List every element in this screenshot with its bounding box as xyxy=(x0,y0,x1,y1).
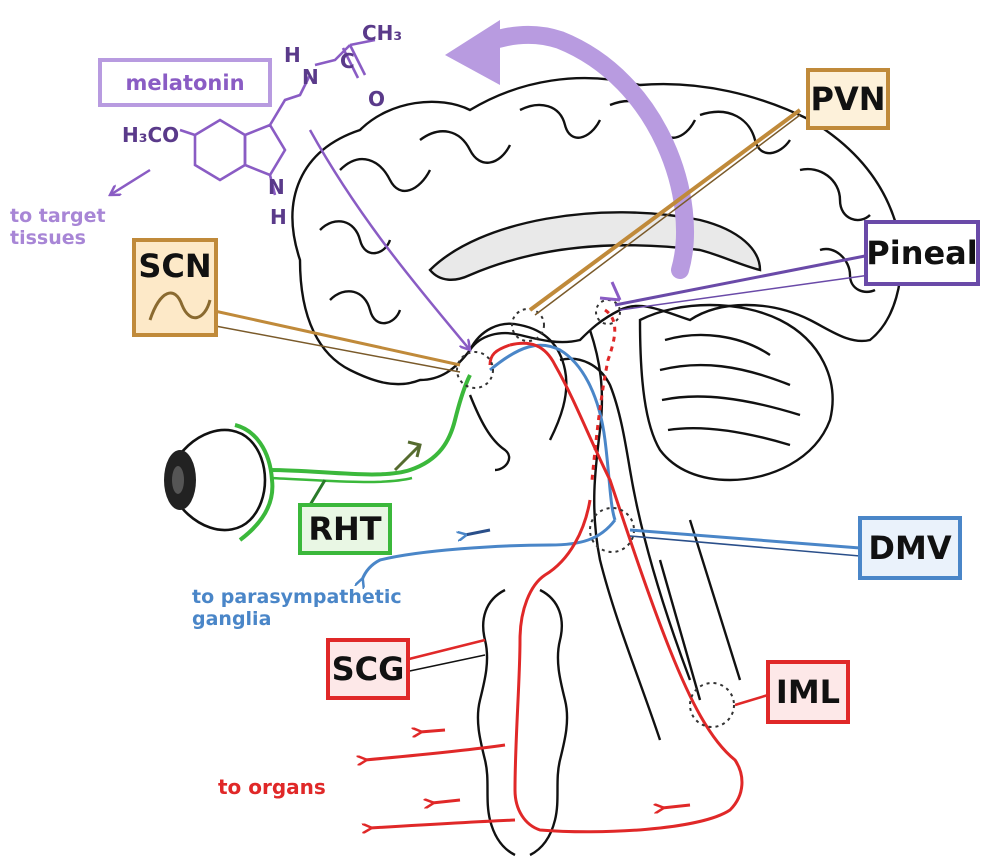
parasympathetic-line1: to parasympathetic xyxy=(192,586,402,608)
atom-ring-h: H xyxy=(270,206,287,228)
dmv-direction-arrow xyxy=(465,530,490,535)
atom-h3co: H₃CO xyxy=(122,124,179,146)
parasympathetic-line2: ganglia xyxy=(192,608,402,630)
melatonin-release-arrowhead xyxy=(445,20,500,85)
dmv-label: DMV xyxy=(860,518,960,578)
iml-label: IML xyxy=(768,662,848,722)
to-target-arrow xyxy=(110,170,150,195)
organs-note: to organs xyxy=(218,776,326,798)
atom-amide-h: H xyxy=(284,44,301,66)
red-direction-arrows xyxy=(420,730,690,808)
scn-label: SCN xyxy=(134,244,216,288)
atom-ring-n: N xyxy=(268,176,285,198)
eye-illustration xyxy=(164,430,265,530)
melatonin-label: melatonin xyxy=(100,60,270,105)
target-tissues-line2: tissues xyxy=(10,227,106,249)
atom-ch3: CH₃ xyxy=(362,22,402,44)
sympathetic-pathway xyxy=(365,310,742,832)
scg-label: SCG xyxy=(328,640,408,698)
pineal-label: Pineal xyxy=(866,222,978,284)
atom-amide-n: N xyxy=(302,66,319,88)
pvn-label: PVN xyxy=(808,70,888,128)
rht-label: RHT xyxy=(300,505,390,553)
atom-carbonyl-c: C xyxy=(340,50,355,72)
pineal-arrow xyxy=(600,282,620,300)
target-tissues-note: to target tissues xyxy=(10,205,106,249)
parasympathetic-note: to parasympathetic ganglia xyxy=(192,586,402,630)
atom-carbonyl-o: O xyxy=(368,88,385,110)
target-tissues-line1: to target xyxy=(10,205,106,227)
dmv-pathway xyxy=(362,345,615,580)
